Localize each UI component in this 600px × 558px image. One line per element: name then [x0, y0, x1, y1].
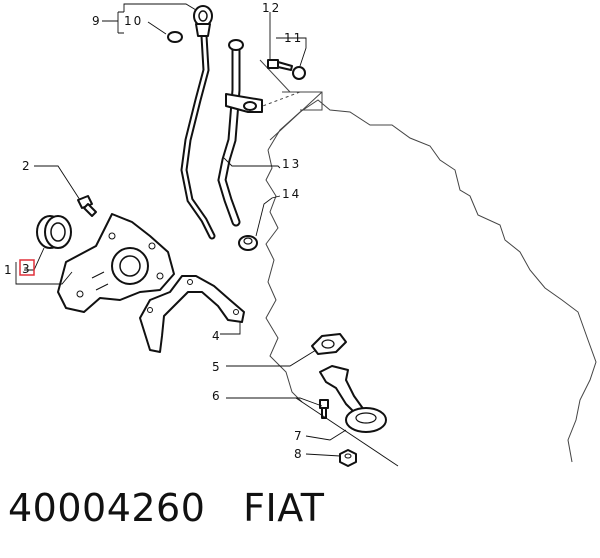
part-reference-footer: 40004260 FIAT	[8, 486, 325, 530]
nut-8	[339, 449, 357, 467]
callout-9: 9	[92, 14, 102, 28]
callout-7: 7	[294, 429, 304, 443]
callout-12: 12	[262, 1, 281, 15]
oil-pump-housing	[57, 213, 175, 313]
dipstick	[180, 5, 216, 240]
callout-8: 8	[294, 447, 304, 461]
callout-2: 2	[22, 159, 32, 173]
callout-5: 5	[212, 360, 222, 374]
part-callouts: 9 10 12 11 13 14 2 1 3 4 5 6 7 8	[4, 1, 304, 461]
callout-3[interactable]: 3	[22, 262, 32, 276]
callout-4: 4	[212, 329, 222, 343]
o-ring	[167, 31, 183, 43]
brand-name: FIAT	[243, 486, 325, 530]
bolt-2	[77, 195, 97, 217]
callout-14: 14	[282, 187, 301, 201]
callout-10: 10	[124, 14, 143, 28]
engine-block-outline	[251, 59, 597, 463]
pickup-gasket	[311, 333, 347, 355]
oil-seal	[36, 215, 72, 249]
oil-pickup	[319, 365, 387, 433]
dipstick-tube	[217, 39, 263, 227]
washer-nut	[292, 66, 306, 80]
callout-1: 1	[4, 263, 14, 277]
bolt-12	[267, 59, 293, 71]
callout-6: 6	[212, 389, 222, 403]
callout-13: 13	[282, 157, 301, 171]
callout-3-highlight[interactable]	[19, 259, 35, 276]
callout-11: 11	[284, 31, 303, 45]
part-number: 40004260	[8, 486, 206, 530]
pump-gasket	[139, 275, 245, 353]
grommet	[238, 235, 258, 251]
